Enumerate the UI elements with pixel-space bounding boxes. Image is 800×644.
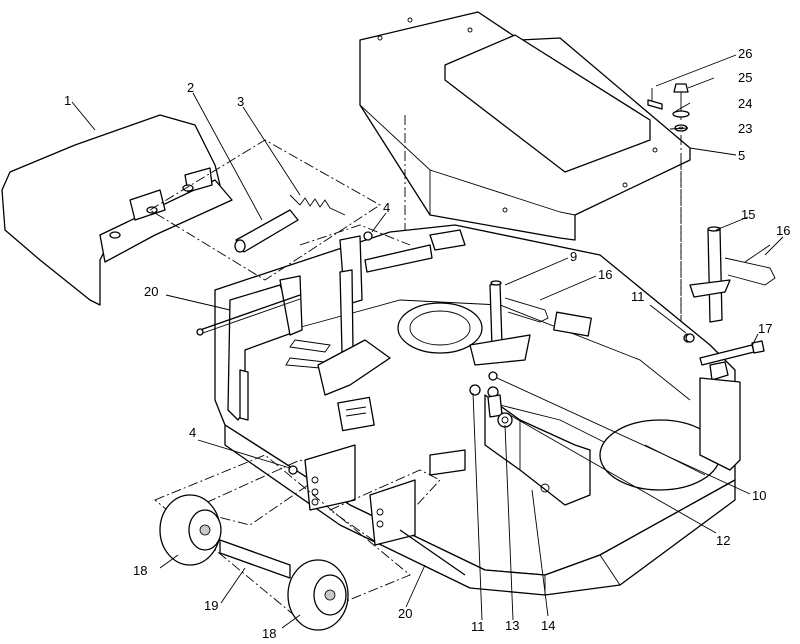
callout-19: 19 [204,598,218,613]
callout-25: 25 [738,70,752,85]
axle-19 [219,539,291,579]
nut-4-top [363,231,373,241]
callout-4-bottom: 4 [189,425,196,440]
hairpin-16-right [724,244,776,286]
callout-18-right: 18 [262,626,276,641]
callout-1: 1 [64,93,71,108]
spring-3 [289,194,346,216]
callout-16-right: 16 [776,223,790,238]
callout-24: 24 [738,96,752,111]
callout-15: 15 [741,207,755,222]
wheel-18-left [159,494,222,566]
caster-box-right [329,469,441,546]
roller-2 [234,209,299,253]
callout-2: 2 [187,80,194,95]
callout-11-bottom: 11 [471,619,485,634]
nut-11-right [685,333,695,343]
top-cover-plate [359,11,691,241]
left-side-plate [227,229,466,421]
height-adjust-rod-9 [469,280,531,366]
caster-bracket-left [288,444,356,511]
callout-18-left: 18 [133,563,147,578]
callout-10: 10 [752,488,766,503]
callout-3: 3 [237,94,244,109]
leader-lines [71,54,784,629]
callout-20-left: 20 [144,284,158,299]
subassembly-box-2-3 [149,139,381,281]
callout-26: 26 [738,46,752,61]
wheel-18-right [287,559,349,631]
callout-12: 12 [716,533,730,548]
subassembly-line-4 [299,224,411,246]
caster-bracket-right [369,479,466,576]
callout-14: 14 [541,618,555,633]
wheel-box [154,454,411,621]
callout-23: 23 [738,121,752,136]
hairpin-16-mid [504,297,549,323]
pivot-rod-20 [196,294,301,336]
callout-4-top: 4 [383,200,390,215]
callout-9: 9 [570,249,577,264]
callout-11-right: 11 [631,289,645,304]
height-adjust-rod-left [317,269,391,396]
callout-13: 13 [505,618,519,633]
callout-20-bottom: 20 [398,606,412,621]
baffle-1 [1,114,233,306]
callout-5: 5 [738,148,745,163]
callout-17: 17 [758,321,772,336]
callout-16-mid: 16 [598,267,612,282]
bolt-17 [699,340,765,366]
height-adjust-rod-15 [689,226,731,323]
